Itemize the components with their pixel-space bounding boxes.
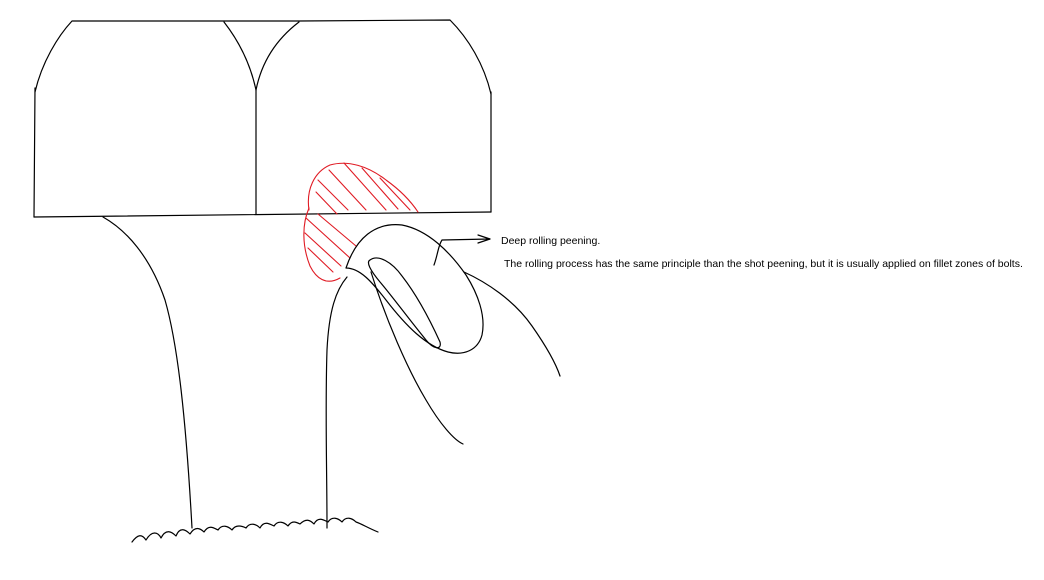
bolt-shank: [102, 216, 348, 529]
finger-roller: [345, 224, 561, 445]
annotation-description: The rolling process has the same princip…: [504, 258, 1023, 270]
bolt-head: [33, 19, 492, 218]
fillet-zone-hatching: [303, 162, 419, 282]
ground-line: [131, 517, 379, 543]
annotation-title: Deep rolling peening.: [501, 235, 601, 247]
